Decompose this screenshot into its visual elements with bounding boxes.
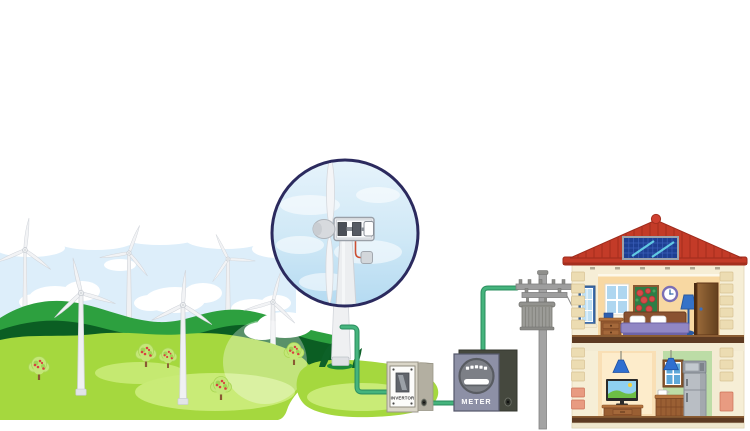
roof-finial — [650, 213, 662, 225]
turbine-tower — [335, 237, 357, 305]
house — [562, 213, 748, 429]
kitchen-cabinet — [654, 394, 687, 417]
ground-floor-slab — [572, 416, 744, 423]
tv — [606, 379, 638, 406]
wire-turbine-to-invertor — [339, 324, 394, 395]
nacelle-red-wire — [354, 240, 362, 259]
rotor-blade — [326, 161, 335, 227]
door — [694, 282, 719, 336]
microwave — [682, 360, 707, 374]
bedroom-window — [602, 283, 632, 319]
magnifier-circle — [270, 158, 420, 308]
grass-highlight-swirl — [95, 362, 185, 384]
junction-box — [360, 251, 373, 264]
door-knob — [699, 307, 703, 311]
nacelle — [333, 216, 375, 242]
meter-dial — [458, 357, 495, 395]
invertor-label: INVERTOR — [391, 396, 415, 401]
cloud — [134, 283, 222, 313]
invertor-box: INVERTOR — [386, 361, 434, 413]
wall-clock — [661, 285, 679, 303]
tv-stand — [601, 404, 644, 417]
rose-painting — [633, 285, 659, 319]
pale-accent-circle — [223, 320, 307, 404]
gearbox — [337, 222, 347, 236]
meter-label: METER — [461, 397, 491, 406]
wire-meter-to-pole — [480, 285, 520, 359]
utility-pole — [515, 270, 578, 430]
book — [603, 312, 614, 319]
bed — [620, 311, 690, 336]
house-base — [571, 422, 745, 429]
upper-floor-slab — [572, 335, 744, 343]
eave-vents — [590, 267, 720, 270]
corner-quoins-red — [571, 387, 734, 412]
gearbox — [352, 222, 362, 236]
room-divider-wall — [656, 351, 663, 416]
nightstand — [598, 312, 624, 337]
rotor-blade — [325, 236, 334, 304]
bedroom — [598, 274, 720, 337]
corner-quoins — [571, 271, 734, 382]
kitchen — [654, 349, 720, 418]
living-room — [598, 350, 656, 417]
meter-box: METER — [453, 349, 518, 412]
fridge — [683, 372, 707, 418]
solar-panel — [622, 236, 679, 260]
generator — [363, 221, 374, 237]
transformer — [518, 297, 556, 331]
nose-cone — [312, 219, 336, 239]
